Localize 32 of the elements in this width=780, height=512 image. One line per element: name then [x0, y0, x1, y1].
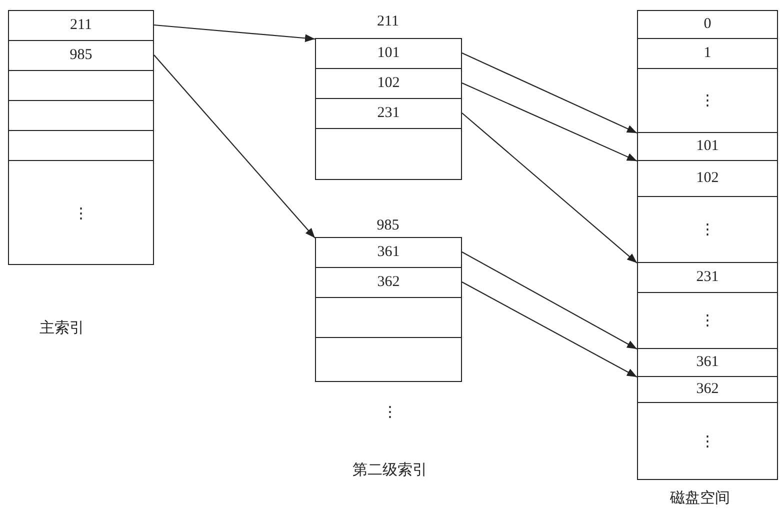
table-cell: ⋮ [637, 402, 778, 480]
table-cell: ⋮ [637, 292, 778, 348]
table-heading: 985 [376, 218, 400, 234]
caption-text: ⋮ [382, 404, 398, 422]
table-caption: 主索引 [40, 318, 84, 338]
table-cell: 985 [8, 40, 154, 70]
arrow [154, 24, 316, 42]
arrow [154, 54, 316, 238]
table-cell: 362 [315, 267, 462, 297]
arrow [462, 52, 638, 134]
table-cell: 362 [637, 376, 778, 402]
table-cell: 361 [637, 348, 778, 376]
table-cell: ⋮ [637, 196, 778, 262]
arrow [462, 82, 638, 162]
table-cell: 1 [637, 38, 778, 68]
table-cell: 102 [315, 68, 462, 98]
table-cell: ⋮ [637, 68, 778, 132]
table-cell: 361 [315, 237, 462, 267]
table-cell: ⋮ [8, 160, 154, 265]
table-heading: 211 [377, 14, 399, 30]
table-cell: 101 [637, 132, 778, 160]
table-cell: 101 [315, 38, 462, 68]
table-cell: 211 [8, 10, 154, 40]
caption-text: 第二级索引 [352, 461, 428, 480]
table-cell: 231 [315, 98, 462, 128]
arrow [462, 282, 638, 378]
arrow [462, 252, 638, 350]
table-cell: 231 [637, 262, 778, 292]
table-cell: 0 [637, 10, 778, 38]
table-caption: 磁盘空间 [670, 489, 730, 508]
table-cell: 102 [637, 160, 778, 196]
arrow [462, 112, 638, 264]
